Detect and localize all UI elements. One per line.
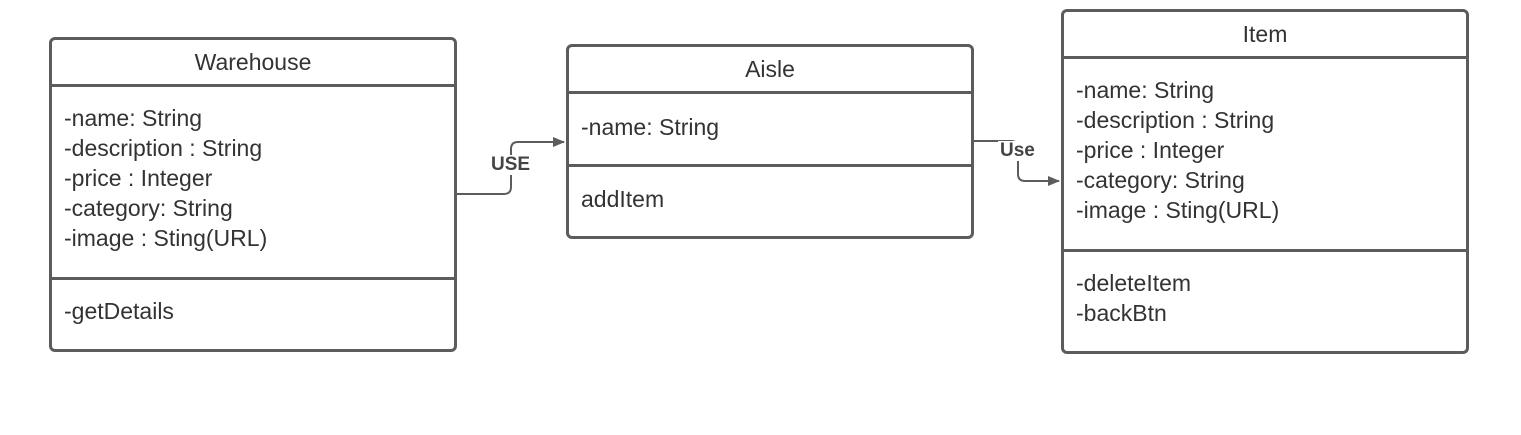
attribute-item: -description : String xyxy=(64,135,263,161)
attribute-item: -name: String xyxy=(581,114,720,140)
class-name-item: Item xyxy=(1064,12,1466,59)
attribute-item: -category: String xyxy=(64,195,233,221)
connector-label-use-lower: Use xyxy=(998,140,1037,161)
class-box-aisle[interactable]: Aisle -name: String addItem xyxy=(566,44,974,239)
operations-warehouse: -getDetails xyxy=(52,280,454,326)
attributes-item: -name: String -description : String -pri… xyxy=(1064,59,1466,252)
attribute-item: -name: String xyxy=(1076,77,1215,103)
attributes-aisle: -name: String xyxy=(569,94,971,167)
operations-item: -deleteItem -backBtn xyxy=(1064,252,1466,328)
operation-item: -deleteItem xyxy=(1076,270,1192,296)
attribute-item: -description : String xyxy=(1076,107,1275,133)
operation-item: addItem xyxy=(581,186,665,212)
attribute-item: -image : Sting(URL) xyxy=(64,225,268,251)
attribute-item: -category: String xyxy=(1076,167,1245,193)
connector-label-use-upper: USE xyxy=(489,154,533,175)
attributes-warehouse: -name: String -description : String -pri… xyxy=(52,87,454,280)
attribute-item: -price : Integer xyxy=(1076,137,1225,163)
class-box-warehouse[interactable]: Warehouse -name: String -description : S… xyxy=(49,37,457,352)
class-name-warehouse: Warehouse xyxy=(52,40,454,87)
attribute-item: -image : Sting(URL) xyxy=(1076,197,1280,223)
class-name-aisle: Aisle xyxy=(569,47,971,94)
operation-item: -backBtn xyxy=(1076,300,1167,326)
attribute-item: -price : Integer xyxy=(64,165,213,191)
attribute-item: -name: String xyxy=(64,105,203,131)
operation-item: -getDetails xyxy=(64,298,174,324)
operations-aisle: addItem xyxy=(569,167,971,214)
class-box-item[interactable]: Item -name: String -description : String… xyxy=(1061,9,1469,354)
